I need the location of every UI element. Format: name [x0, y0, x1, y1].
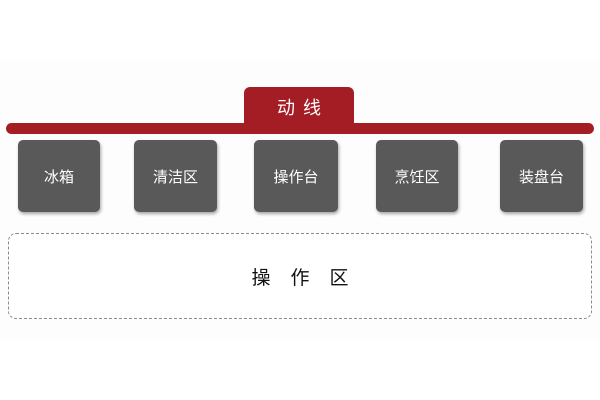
station-plating-counter: 装盘台 — [500, 140, 583, 212]
operation-area-label: 操作区 — [251, 266, 369, 289]
station-work-counter: 操作台 — [254, 140, 338, 212]
flow-line-bar — [6, 123, 594, 134]
flow-line-label: 动线 — [244, 87, 354, 127]
station-cooking-area: 烹饪区 — [376, 140, 458, 212]
station-fridge: 冰箱 — [18, 140, 100, 212]
station-cleaning-area: 清洁区 — [134, 140, 217, 212]
operation-area-box: 操作区 — [8, 233, 592, 319]
